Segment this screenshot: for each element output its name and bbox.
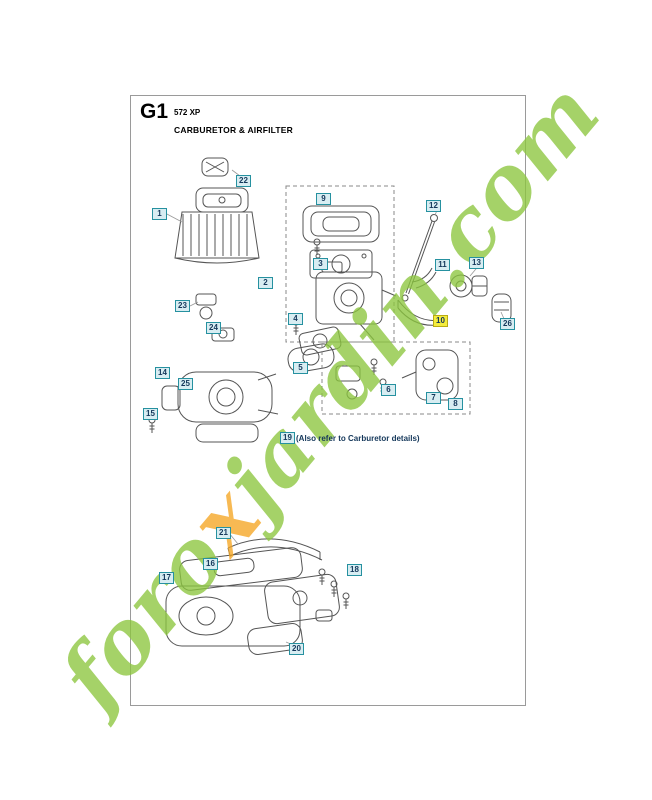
part-label-24[interactable]: 24 bbox=[206, 322, 221, 334]
part-bolt-art bbox=[401, 214, 438, 302]
part-filter-knob-art bbox=[201, 157, 229, 177]
part-intake-assembly-art bbox=[161, 371, 279, 443]
part-crankcase-art bbox=[165, 573, 340, 647]
carburetor-note: (Also refer to Carburetor details) bbox=[296, 434, 420, 443]
part-airfilter-art bbox=[174, 187, 260, 264]
page-header: G1 572 XP CARBURETOR & AIRFILTER bbox=[140, 101, 293, 138]
group-box-7-8 bbox=[321, 341, 471, 415]
part-label-13[interactable]: 13 bbox=[469, 257, 484, 269]
part-label-22[interactable]: 22 bbox=[236, 175, 251, 187]
part-label-11[interactable]: 11 bbox=[435, 259, 450, 271]
model-name: 572 XP bbox=[174, 108, 201, 117]
part-label-4[interactable]: 4 bbox=[288, 313, 303, 325]
part-label-14[interactable]: 14 bbox=[155, 367, 170, 379]
part-label-8[interactable]: 8 bbox=[448, 398, 463, 410]
part-24-art bbox=[211, 327, 235, 342]
part-label-10[interactable]: 10 bbox=[433, 315, 448, 327]
part-label-17[interactable]: 17 bbox=[159, 572, 174, 584]
part-label-25[interactable]: 25 bbox=[178, 378, 193, 390]
part-label-9[interactable]: 9 bbox=[316, 193, 331, 205]
part-label-2[interactable]: 2 bbox=[258, 277, 273, 289]
part-label-15[interactable]: 15 bbox=[143, 408, 158, 420]
part-label-21[interactable]: 21 bbox=[216, 527, 231, 539]
part-label-6[interactable]: 6 bbox=[381, 384, 396, 396]
part-bottom-cover-art bbox=[179, 547, 303, 591]
part-label-3[interactable]: 3 bbox=[313, 258, 328, 270]
page-title: CARBURETOR & AIRFILTER bbox=[174, 125, 294, 135]
part-gasket-art bbox=[287, 343, 335, 373]
part-filter-base-art bbox=[302, 205, 380, 279]
part-label-5[interactable]: 5 bbox=[293, 362, 308, 374]
part-20-art bbox=[247, 609, 333, 655]
part-label-16[interactable]: 16 bbox=[203, 558, 218, 570]
part-23-art bbox=[195, 293, 217, 320]
section-code: G1 bbox=[140, 100, 169, 123]
part-label-20[interactable]: 20 bbox=[289, 643, 304, 655]
part-manifold-art bbox=[335, 349, 459, 401]
part-label-23[interactable]: 23 bbox=[175, 300, 190, 312]
part-label-19[interactable]: 19 bbox=[280, 432, 295, 444]
part-hose11-art bbox=[411, 267, 437, 289]
part-carburetor-art bbox=[298, 261, 397, 356]
part-label-12[interactable]: 12 bbox=[426, 200, 441, 212]
part-label-18[interactable]: 18 bbox=[347, 564, 362, 576]
part-13-art bbox=[449, 274, 488, 298]
part-label-1[interactable]: 1 bbox=[152, 208, 167, 220]
part-tube-art bbox=[227, 538, 323, 561]
part-label-26[interactable]: 26 bbox=[500, 318, 515, 330]
part-label-7[interactable]: 7 bbox=[426, 392, 441, 404]
